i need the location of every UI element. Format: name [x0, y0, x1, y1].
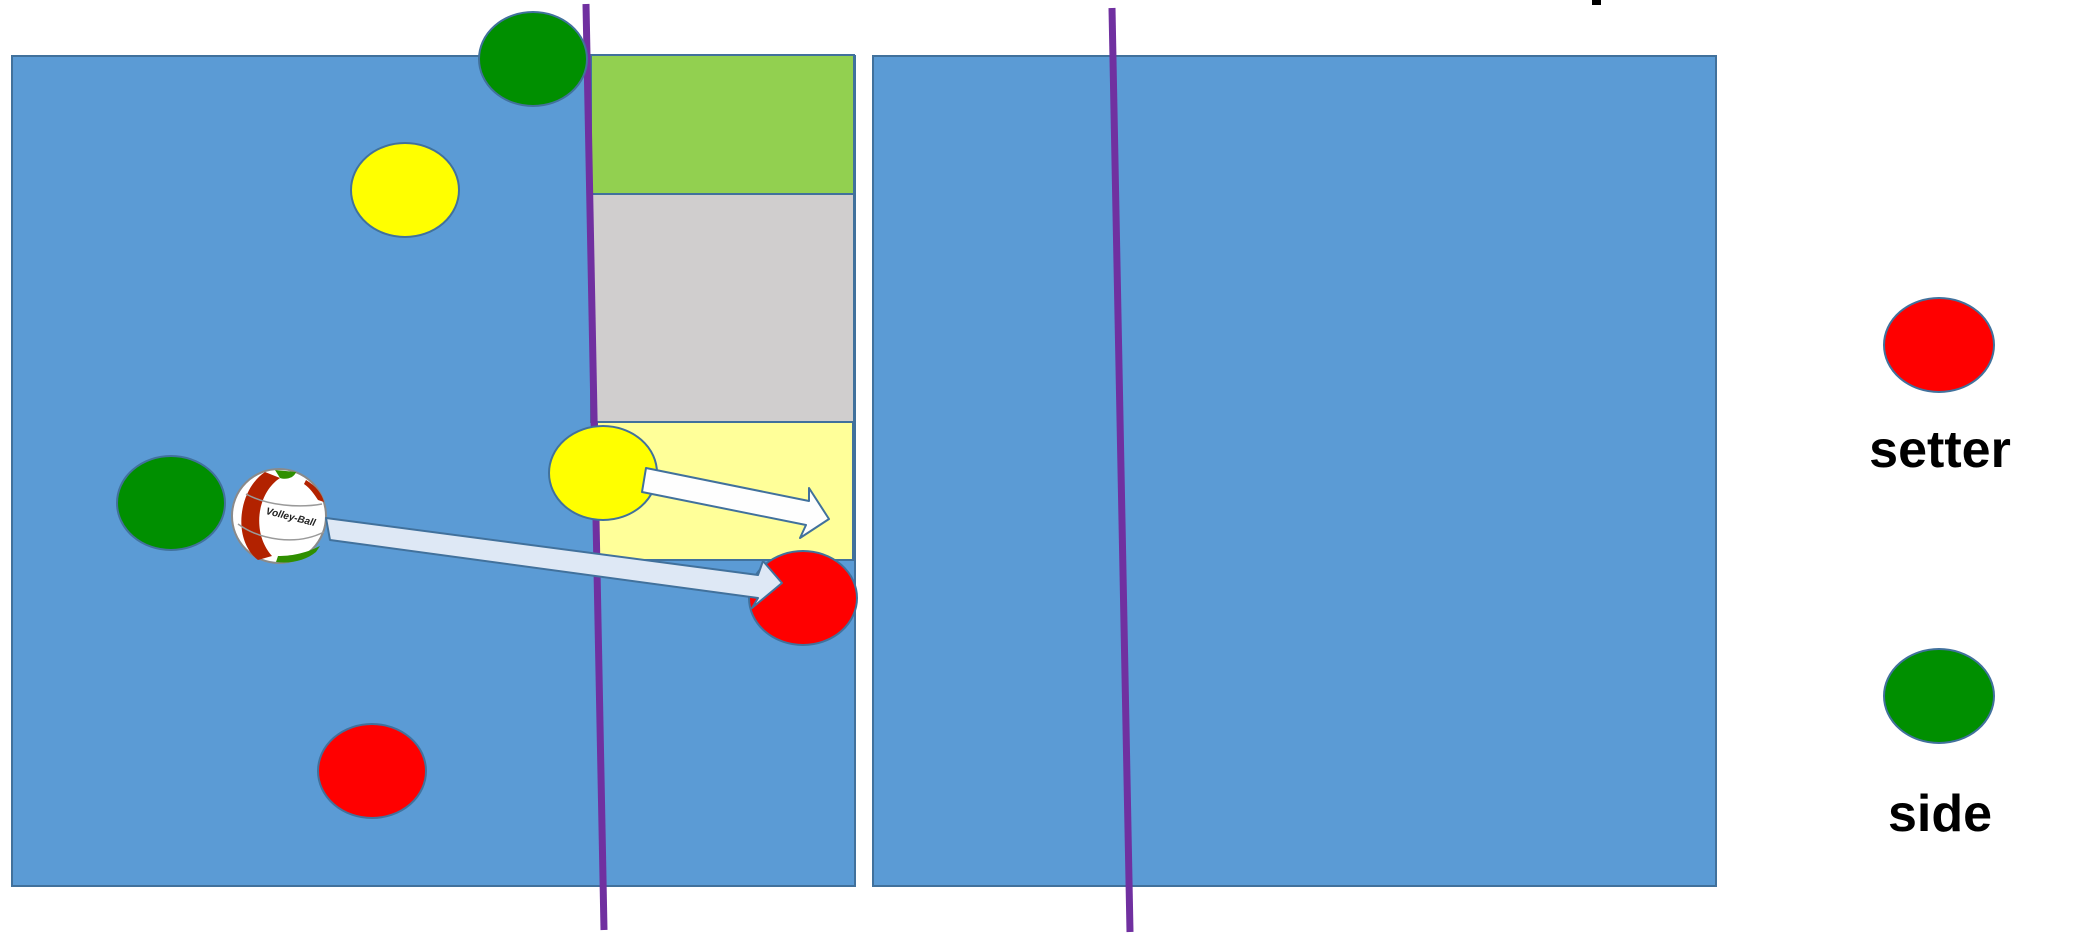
player-green-top [479, 12, 587, 106]
player-green-left [117, 456, 225, 550]
player-yellow-front [549, 426, 657, 520]
court-right [873, 56, 1716, 886]
cropped-text-fragment [1592, 0, 1601, 5]
legend-side-label: side [1820, 786, 2060, 842]
player-red-bottom [318, 724, 426, 818]
legend-setter-label: setter [1820, 422, 2060, 478]
legend-side-marker [1884, 649, 1994, 743]
volleyball-icon: Volley-Ball [232, 469, 326, 563]
zone-gray [591, 194, 854, 422]
zone-green [591, 55, 854, 194]
legend-setter-marker [1884, 298, 1994, 392]
player-yellow-back [351, 143, 459, 237]
